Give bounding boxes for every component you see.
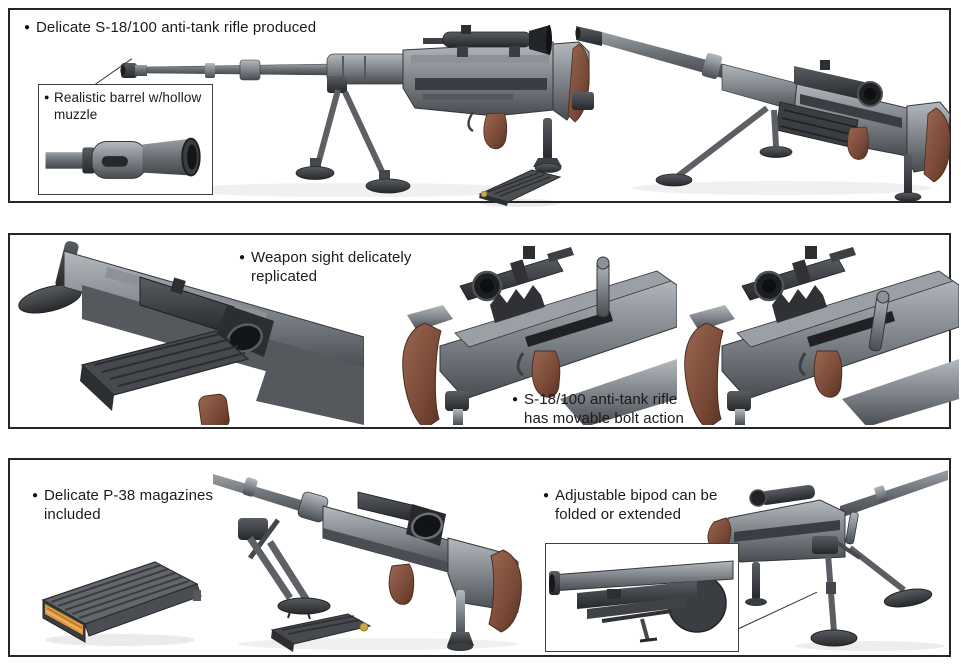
callout-text: Delicate P-38 magazines included [44, 487, 214, 523]
muzzle-callout-box: ● Realistic barrel w/hollow muzzle [38, 84, 213, 195]
callout-text: Realistic barrel w/hollow muzzle [54, 90, 202, 122]
callout-weapon-sight: ● Weapon sight delicately replicated [239, 248, 431, 286]
folded-bipod-box [545, 543, 739, 652]
receiver [439, 270, 677, 425]
receiver [402, 41, 554, 117]
muzzle-closeup-photo [45, 137, 201, 179]
hollow-muzzle [45, 137, 201, 179]
scope [459, 246, 574, 323]
rifle-left-profile-photo [120, 25, 590, 197]
callout-bolt-action: ● S-18/100 anti-tank rifle has movable b… [512, 390, 694, 428]
pistol-grip [198, 393, 230, 425]
rifle-bolt-open-photo [684, 246, 959, 425]
rear-monopod [447, 590, 474, 651]
pistol-grip [467, 111, 508, 150]
pistol-grip [798, 350, 843, 398]
callout-bipod: ● Adjustable bipod can be folded or exte… [543, 486, 737, 524]
scope [423, 25, 552, 57]
bolt-handle-pulled-back [868, 290, 890, 352]
barrel [120, 53, 414, 85]
bullet-icon: ● [24, 22, 31, 33]
bolt-handle [845, 511, 859, 545]
receiver-sight-closeup-photo [18, 241, 364, 425]
callout-text: Delicate S-18/100 anti-tank rifle produc… [36, 19, 317, 36]
folded-bipod-closeup-photo [549, 560, 734, 643]
barrel [213, 474, 329, 523]
bipod [295, 76, 411, 194]
callout-rifle-produced: ● Delicate S-18/100 anti-tank rifle prod… [24, 18, 316, 37]
bolt-handle [596, 256, 610, 318]
callout-magazines: ● Delicate P-38 magazines included [32, 486, 229, 524]
rifle-right-quarter-photo [572, 26, 951, 202]
barrel [575, 26, 801, 113]
magazine-photo-small [478, 169, 562, 207]
buttstock [906, 101, 951, 183]
magazine [270, 613, 372, 652]
buttstock [488, 549, 522, 633]
bullet-icon: ● [44, 92, 50, 102]
weapon-sight [357, 491, 446, 546]
bipod-hinge [727, 391, 751, 425]
panel-magazines-bipod: ● Delicate P-38 magazines included [8, 458, 951, 657]
barrel [840, 470, 948, 518]
buttstock [402, 305, 453, 425]
bullet-icon: ● [32, 490, 39, 501]
callout-text: Adjustable bipod can be folded or extend… [555, 487, 718, 523]
weapon-sight [139, 276, 274, 357]
pistol-grip [516, 350, 561, 398]
bullet-icon: ● [512, 394, 519, 405]
sight-rail [772, 285, 827, 323]
callout-text: S-18/100 anti-tank rifle has movable bol… [524, 391, 684, 427]
scope [749, 484, 815, 507]
bipod [572, 92, 793, 187]
rear-monopod [894, 154, 922, 202]
rear-monopod [533, 118, 562, 173]
bullet-icon: ● [239, 252, 246, 263]
pistol-grip [388, 563, 415, 605]
scope [741, 246, 856, 323]
scope [794, 60, 883, 107]
bullet-icon: ● [543, 490, 550, 501]
receiver-lower [256, 359, 364, 425]
sight-rail [490, 285, 545, 323]
rear-monopod [745, 562, 767, 606]
panel-sight-bolt: ● Weapon sight delicately replicated [8, 233, 959, 429]
panel-rifle-produced: ● Delicate S-18/100 anti-tank rifle prod… [8, 8, 951, 207]
callout-text: Weapon sight delicately replicated [251, 249, 412, 285]
callout-muzzle: ● Realistic barrel w/hollow muzzle [44, 89, 217, 123]
magazine [80, 330, 250, 411]
bipod [238, 518, 331, 620]
buttstock [684, 305, 735, 425]
pistol-grip [847, 126, 869, 160]
rifle-bolt-closed-photo [402, 246, 677, 425]
magazine-closeup-photo [41, 561, 202, 646]
bipod-hinge [445, 391, 469, 425]
rifle-front-bipod-photo [213, 474, 522, 652]
bipod-extended [810, 536, 933, 647]
rifle-bipod-extended-photo [707, 470, 948, 651]
receiver [721, 270, 959, 425]
